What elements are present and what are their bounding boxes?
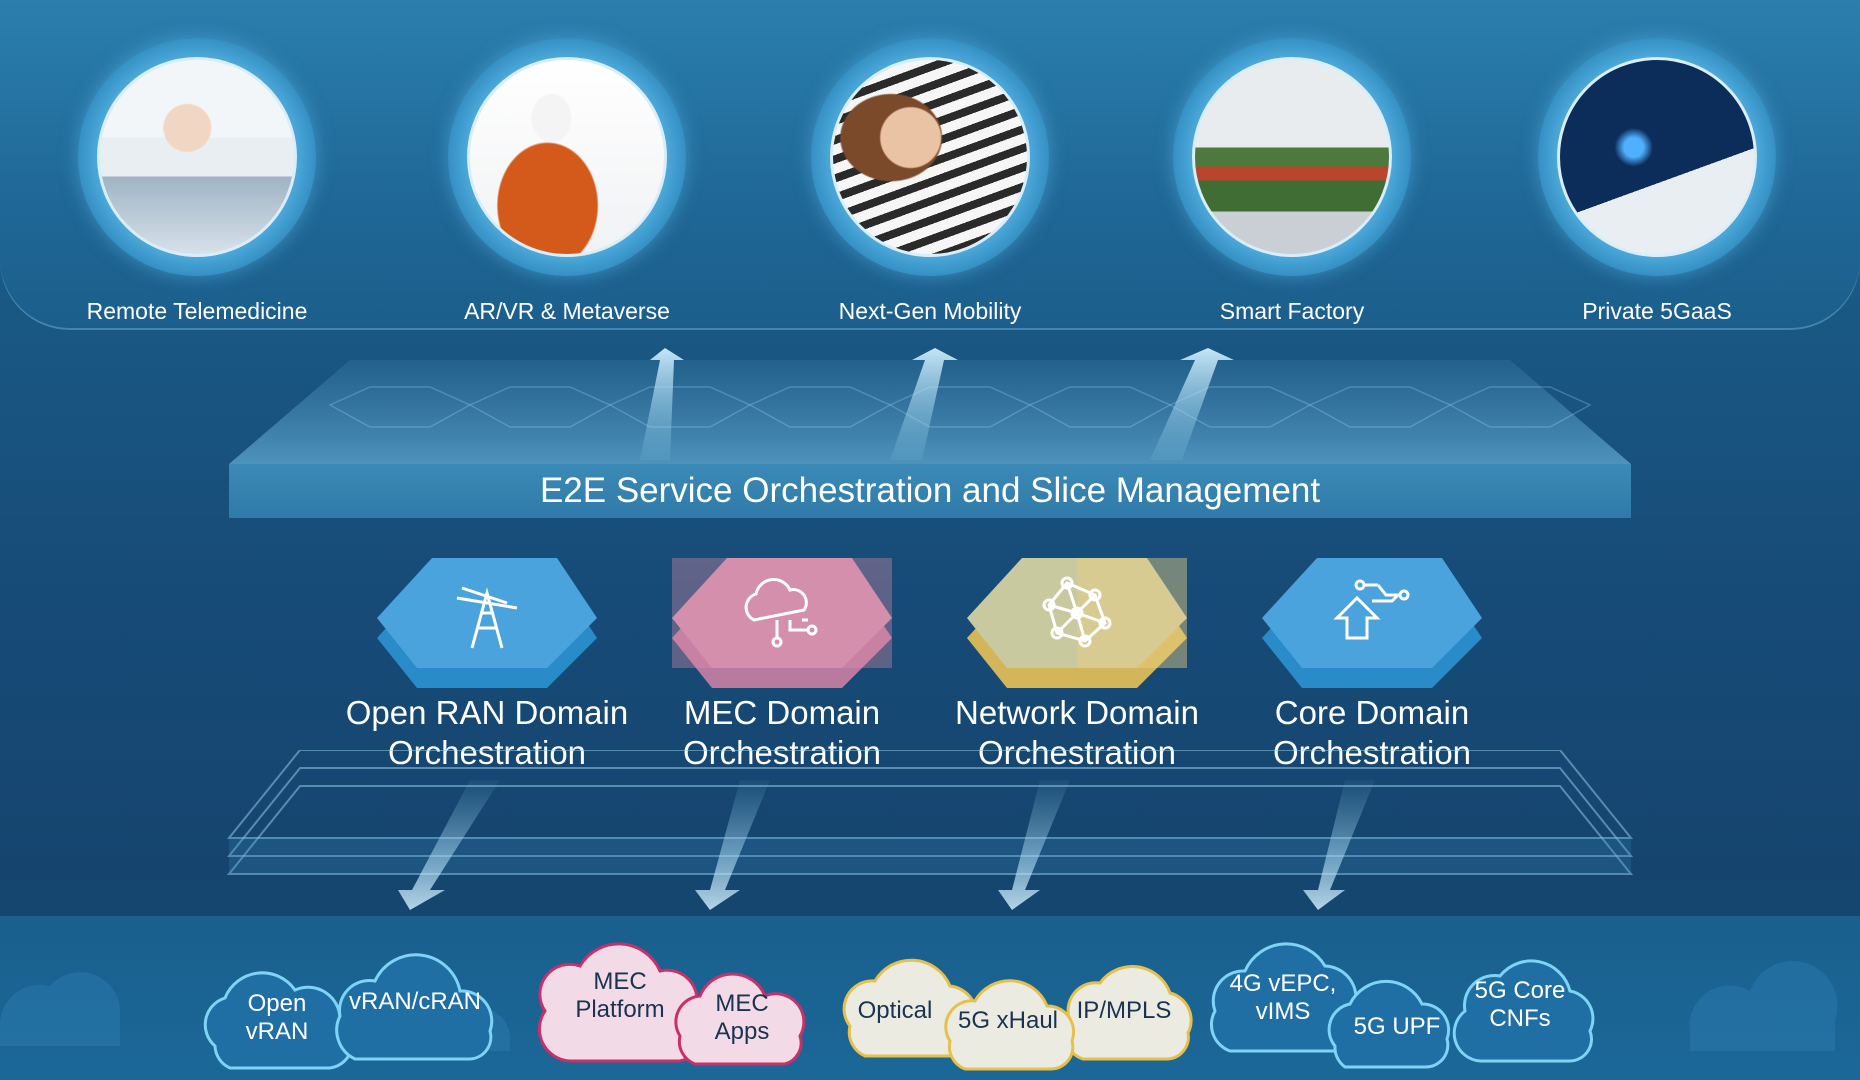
domain-mec: MEC Domain Orchestration [632,548,932,771]
down-arrow-icon [695,780,770,910]
down-arrow-icon [398,780,500,910]
use-case-remote-telemedicine: Remote Telemedicine [67,38,327,325]
domain-label: Core Domain Orchestration [1222,693,1522,773]
domain-label-line: Orchestration [682,734,882,771]
cloud-label: vRAN/cRAN [349,988,481,1015]
doctor-photo [97,57,297,257]
domain-open-ran: Open RAN Domain Orchestration [337,548,637,771]
cloud-5g-upf: 5G UPF [1327,980,1451,1069]
down-arrow-icon [1303,780,1375,910]
domain-label-line: Orchestration [1272,734,1472,771]
cloud-label: MEC [715,990,768,1017]
up-arrow-icon [640,348,684,460]
domain-label-line: Orchestration [387,734,587,771]
cloud-label: Apps [715,1018,770,1045]
cloud-label: vRAN [246,1018,309,1045]
use-case-ring [811,38,1049,276]
vr-user-photo [467,57,667,257]
domain-label-line: Core Domain [1274,694,1470,731]
cloud-mec-apps: MEC Apps [674,972,806,1066]
domain-hexagon [672,558,892,688]
cloud-label: 5G UPF [1354,1013,1441,1040]
domain-core: Core Domain Orchestration [1222,548,1522,771]
domain-hexagon [967,558,1187,688]
cloud-label: MEC [593,968,646,995]
domain-label-line: Network Domain [955,694,1199,731]
core-arrow-icon [1333,579,1410,640]
domain-hexagon [1262,558,1482,688]
orchestration-slab [229,348,1631,464]
domain-network: Network Domain Orchestration [927,548,1227,771]
cloud-mec-platform: MEC Platform [537,942,705,1063]
domain-label: MEC Domain Orchestration [632,693,932,773]
cloud-open-vran: Open vRAN [203,971,354,1070]
use-case-smart-factory: Smart Factory [1162,38,1422,325]
cloud-vran-cran: vRAN/cRAN [335,953,494,1061]
use-case-label: AR/VR & Metaverse [464,298,670,324]
domain-hexagon [377,558,597,688]
cloud-circuit-icon [744,578,818,648]
use-case-ring [1173,38,1411,276]
domain-layers [226,750,1634,910]
domain-label: Network Domain Orchestration [927,693,1227,773]
cloud-label: Open [248,990,307,1017]
up-arrow-icon [1150,348,1234,460]
cloud-ip-mpls: IP/MPLS [1064,965,1193,1061]
cloud-label: 5G xHaul [958,1007,1058,1034]
cloud-optical: Optical [842,958,979,1058]
e2e-orchestration-bar: E2E Service Orchestration and Slice Mana… [229,464,1631,518]
use-case-label: Smart Factory [1219,298,1365,324]
laptop-photo [1557,57,1757,257]
cloud-5g-xhaul: 5G xHaul [944,979,1076,1071]
infrastructure-clouds: Open vRAN vRAN/cRAN MEC Platform MEC App… [0,942,1838,1071]
use-case-ring [448,38,686,276]
cloud-4g-vepc: 4G vEPC, vIMS [1210,942,1367,1053]
cloud-label: IP/MPLS [1077,997,1172,1024]
use-case-ring [1538,38,1776,276]
network-nodes-icon [1042,576,1112,648]
cloud-label: 5G Core [1475,977,1566,1004]
cloud-label: CNFs [1489,1005,1550,1032]
driver-photo [830,57,1030,257]
use-case-ar-vr: AR/VR & Metaverse [437,38,697,325]
cloud-label: Optical [858,997,933,1024]
use-case-private-5gaas: Private 5GaaS [1527,38,1787,325]
cloud-label: Platform [575,996,664,1023]
use-case-label: Remote Telemedicine [86,298,308,324]
use-case-label: Next-Gen Mobility [838,298,1022,324]
use-case-ring [78,38,316,276]
domain-label: Open RAN Domain Orchestration [337,693,637,773]
domain-label-line: Orchestration [977,734,1177,771]
cloud-5g-core-cnfs: 5G Core CNFs [1452,959,1595,1063]
domain-label-line: Open RAN Domain [345,694,629,731]
cloud-label: 4G vEPC, [1230,970,1337,997]
domain-label-line: MEC Domain [683,694,881,731]
cloud-label: vIMS [1256,998,1311,1025]
use-case-mobility: Next-Gen Mobility [800,38,1060,325]
up-arrow-icon [890,348,958,460]
cell-tower-icon [456,586,518,649]
use-case-label: Private 5GaaS [1582,298,1732,324]
down-arrow-icon [998,780,1070,910]
factory-photo [1192,57,1392,257]
